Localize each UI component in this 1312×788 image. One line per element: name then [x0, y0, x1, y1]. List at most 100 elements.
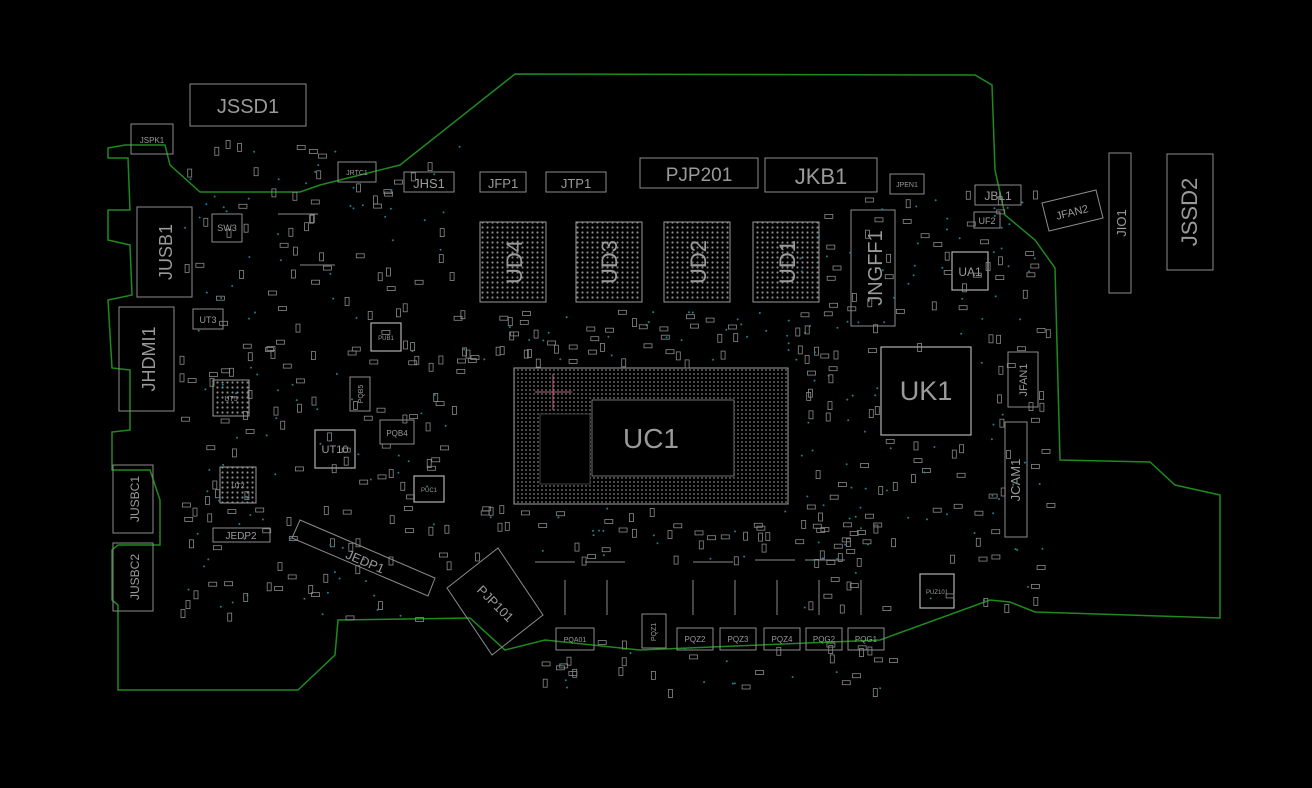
smd-part [862, 539, 872, 545]
chip-ua1[interactable]: UA1 [951, 251, 989, 291]
via [541, 549, 544, 552]
connector-jusbc2[interactable]: JUSBC2 [112, 542, 154, 612]
via [652, 534, 655, 537]
via [303, 597, 306, 600]
smd-part [409, 414, 419, 420]
via [1027, 585, 1029, 588]
connector-jfan2[interactable]: JFAN2 [1041, 189, 1104, 232]
via [934, 199, 937, 202]
component-ut3[interactable]: UT3 [192, 308, 224, 330]
via [1016, 548, 1019, 551]
via [291, 383, 294, 386]
chip-ut5[interactable]: UT5 [212, 379, 250, 417]
connector-jngff1[interactable]: JNGFF1 [850, 209, 896, 327]
smd-part [383, 189, 393, 195]
chip-ut2[interactable]: UT2 [219, 466, 257, 504]
via [205, 203, 208, 206]
via [907, 516, 910, 519]
smd-part [985, 262, 991, 271]
connector-jfan1[interactable]: JFAN1 [1007, 351, 1039, 408]
smd-part [1031, 464, 1040, 469]
smd-part [966, 221, 976, 227]
via [825, 255, 828, 258]
smd-part [465, 349, 471, 359]
via [1021, 201, 1024, 204]
smd-part [717, 333, 723, 343]
connector-jkb1[interactable]: JKB1 [764, 157, 878, 193]
smd-part [933, 242, 943, 247]
smd-part [244, 491, 250, 501]
connector-jedp2[interactable]: JEDP2 [212, 527, 271, 543]
connector-pjp101[interactable]: PJP101 [446, 547, 544, 656]
label-uc1: UC1 [623, 423, 679, 454]
label-jfan2: JFAN2 [1055, 203, 1090, 223]
via [765, 329, 768, 332]
chip-uk1[interactable]: UK1 [880, 346, 972, 436]
connector-jusb1[interactable]: JUSB1 [136, 206, 193, 298]
connector-jhdmi1[interactable]: JHDMI1 [118, 306, 175, 412]
chip-pub1[interactable]: PUB1 [370, 322, 402, 352]
component-pqa01[interactable]: PQA01 [555, 627, 595, 651]
chip-ud3[interactable]: UD3 [575, 221, 643, 303]
connector-jio1[interactable]: JIO1 [1108, 152, 1132, 294]
via [225, 210, 228, 213]
connector-jpen1[interactable]: JPEN1 [889, 173, 925, 195]
chip-ut10[interactable]: UT10 [314, 429, 356, 469]
component-pqb4[interactable]: PQB4 [379, 419, 415, 445]
via [803, 606, 806, 609]
chip-puz101[interactable]: PUZ101 [919, 573, 955, 609]
smd-part [376, 407, 386, 413]
via [733, 682, 736, 685]
component-uf2[interactable]: UF2 [973, 211, 1001, 229]
component-pqz2[interactable]: PQZ2 [676, 627, 714, 651]
chip-ud1[interactable]: UD1 [752, 221, 820, 303]
connector-jcam1[interactable]: JCAM1 [1004, 421, 1028, 538]
connector-jssd1[interactable]: JSSD1 [189, 83, 307, 127]
component-pqb5[interactable]: PQB5 [349, 376, 371, 412]
smd-part [892, 481, 898, 491]
smd-part [950, 554, 955, 564]
label-sw3: SW3 [217, 223, 237, 233]
smd-part [867, 298, 873, 308]
smd-part [1004, 604, 1010, 613]
smd-part [1017, 346, 1026, 352]
via [349, 205, 352, 207]
smd-part [659, 326, 669, 332]
component-pqz3[interactable]: PQZ3 [719, 627, 757, 651]
via [439, 248, 442, 251]
smd-part [522, 311, 531, 316]
chip-ud2[interactable]: UD2 [663, 221, 731, 303]
connector-jusbc1[interactable]: JUSBC1 [112, 464, 154, 534]
via [205, 291, 208, 294]
smd-part [451, 405, 457, 415]
smd-part [604, 519, 614, 524]
connector-pjp201[interactable]: PJP201 [639, 157, 759, 189]
smd-part [410, 172, 416, 182]
smd-part [440, 445, 449, 451]
smd-part [902, 218, 912, 224]
connector-jssd2[interactable]: JSSD2 [1166, 153, 1214, 271]
via [314, 170, 317, 173]
smd-part [857, 645, 867, 651]
chip-uc1[interactable]: UC1 [513, 367, 789, 505]
label-pqb5: PQB5 [358, 385, 365, 404]
connector-jrtc1[interactable]: JRTC1 [337, 161, 377, 183]
via [364, 580, 367, 583]
component-pqz1[interactable]: PQZ1 [641, 613, 667, 649]
connector-jspk1[interactable]: JSPK1 [130, 123, 174, 155]
chip-ud4[interactable]: UD4 [479, 221, 547, 303]
smd-part [402, 303, 408, 313]
via [787, 319, 790, 322]
connector-jfp1[interactable]: JFP1 [479, 171, 527, 193]
connector-jtp1[interactable]: JTP1 [545, 171, 607, 193]
component-pqz4[interactable]: PQZ4 [763, 627, 801, 651]
via [736, 318, 739, 321]
via [881, 269, 884, 272]
smd-part [221, 368, 231, 374]
component-pqg2[interactable]: PQG2 [805, 627, 843, 651]
smd-part [812, 523, 822, 529]
component-sw3[interactable]: SW3 [211, 213, 243, 243]
connector-jhs1[interactable]: JHS1 [403, 171, 455, 193]
chip-puc1[interactable]: PUC1 [413, 475, 445, 503]
